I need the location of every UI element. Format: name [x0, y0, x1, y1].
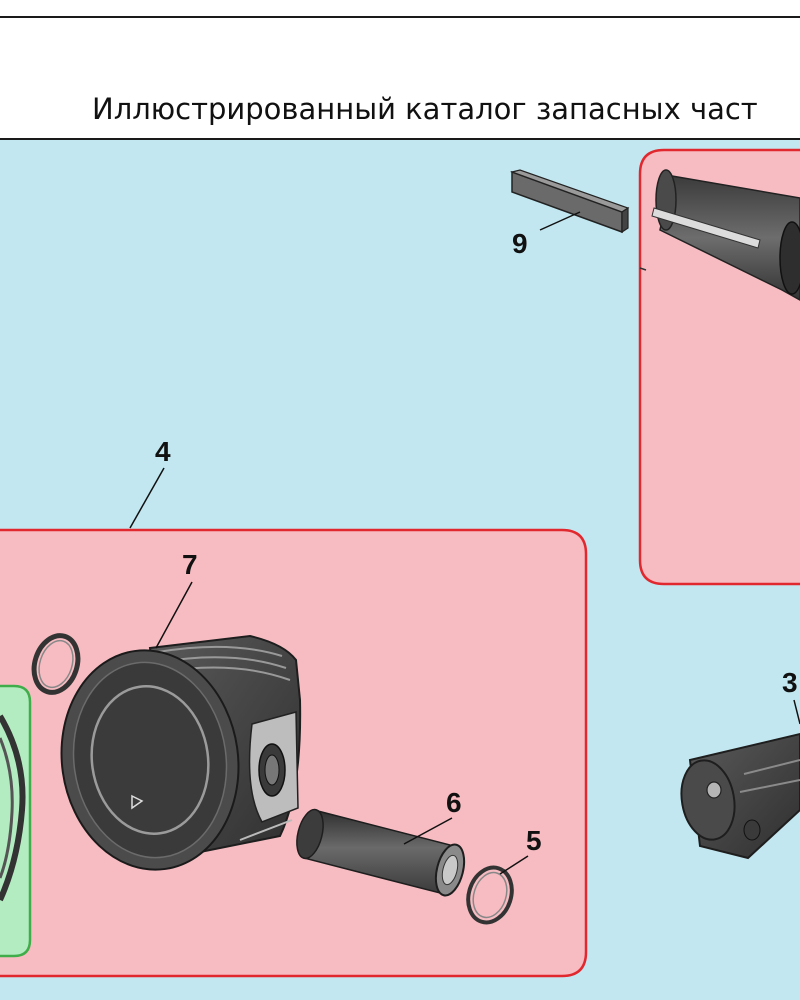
- catalog-title: Иллюстрированный каталог запасных част: [92, 92, 758, 126]
- connecting-rod-part: [680, 732, 800, 860]
- circlip-lower-part: [466, 865, 514, 925]
- callout-connecting-rod: 3: [782, 667, 798, 698]
- callout-leader-key: [539, 211, 581, 231]
- callout-piston: 7: [182, 549, 198, 580]
- callout-leader-connecting-rod: [793, 699, 800, 725]
- circlip-upper-part: [31, 633, 81, 695]
- circlip-lower-inner: [472, 871, 508, 919]
- key-part: [509, 169, 630, 234]
- shaft-part: [639, 169, 800, 301]
- header-rule-top: [0, 16, 800, 18]
- callout-key: 9: [512, 228, 528, 259]
- piston-part: [60, 634, 302, 871]
- callout-leader-piston-pin: [403, 817, 453, 845]
- piston-ring-part: [0, 714, 26, 902]
- callout-circlip: 5: [526, 825, 542, 856]
- callout-leader-piston: [155, 581, 193, 649]
- catalog-header: Иллюстрированный каталог запасных част: [0, 0, 800, 140]
- header-rule-bottom: [0, 138, 800, 140]
- callout-piston-pin: 6: [446, 787, 462, 818]
- piston-pin-part: [296, 808, 466, 897]
- callout-piston-assembly: 4: [155, 436, 171, 467]
- callout-leader-piston-assembly: [129, 467, 165, 529]
- callout-leader-circlip: [499, 855, 529, 875]
- circlip-upper-inner: [38, 639, 74, 689]
- exploded-parts-diagram: 9 4 7 6 5: [0, 140, 800, 1000]
